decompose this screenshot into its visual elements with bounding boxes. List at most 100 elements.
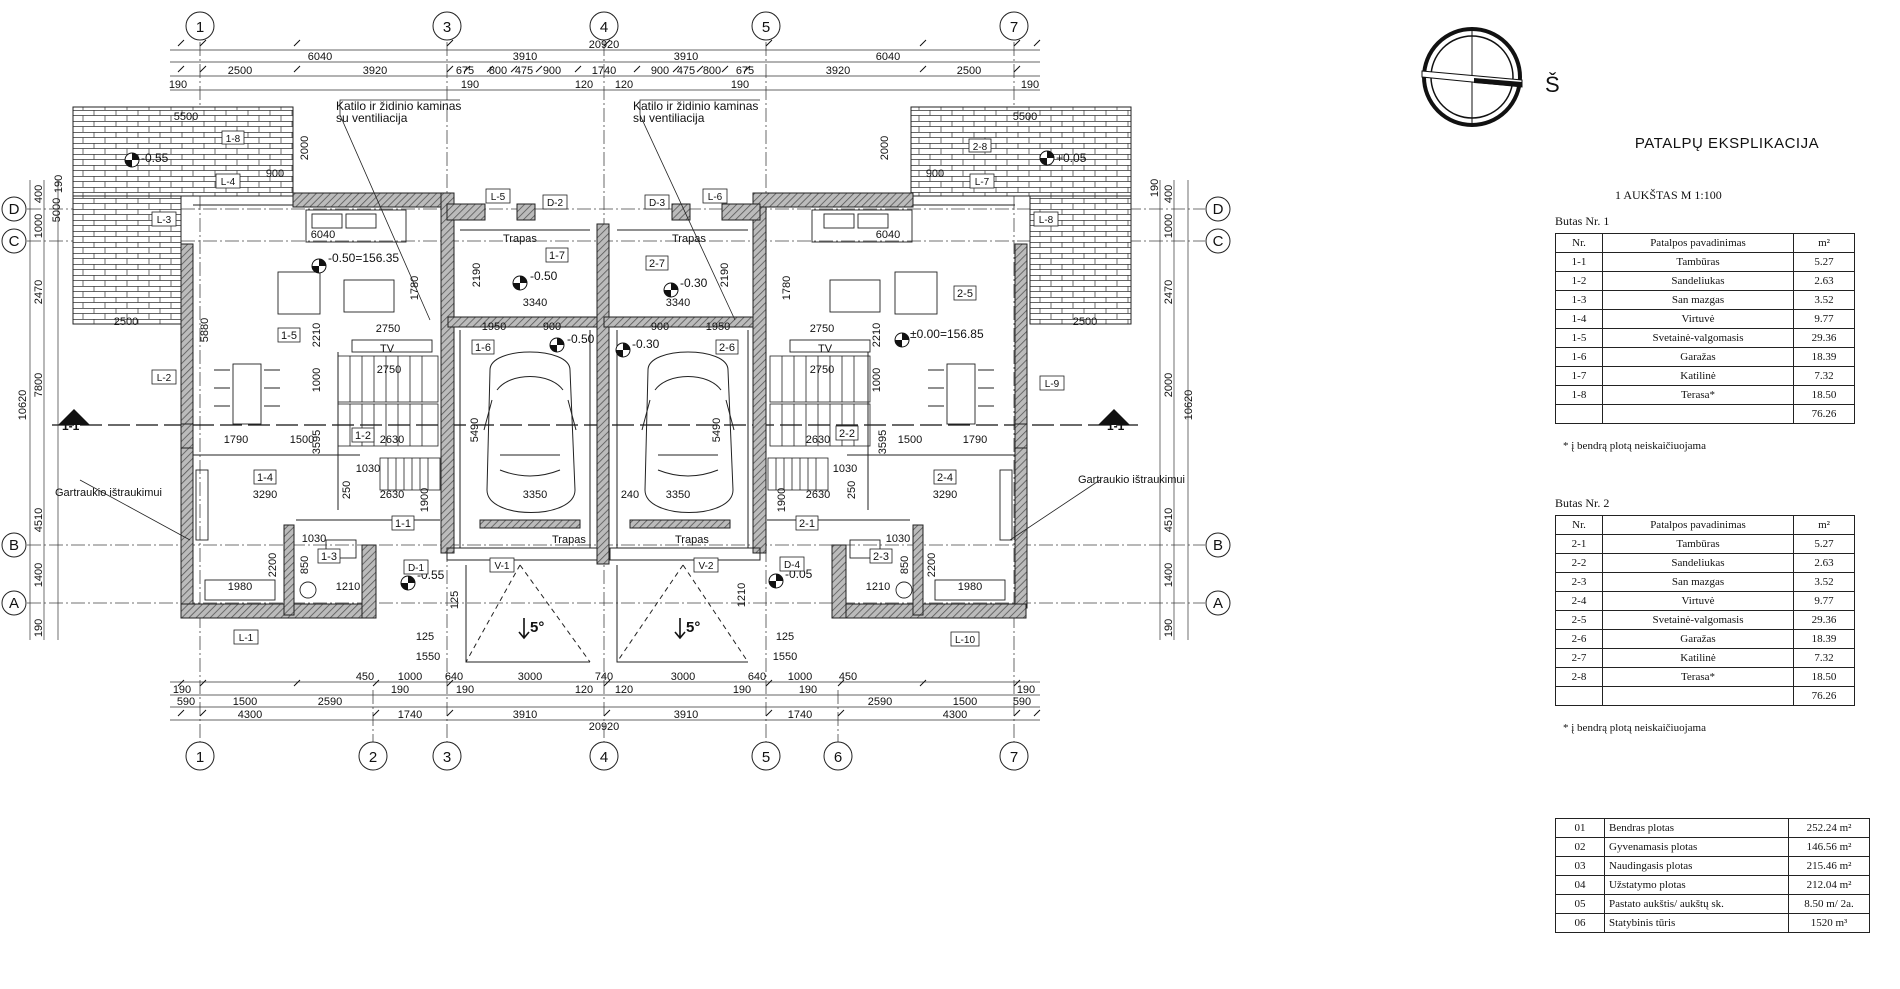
room-nr-cell: 2-1 bbox=[1555, 534, 1603, 554]
note-1: * į bendrą plotą neiskaičiuojama bbox=[1563, 440, 1706, 452]
room-schedule-panel: PATALPŲ EKSPLIKACIJA 1 AUKŠTAS M 1:100 B… bbox=[1555, 0, 1900, 989]
svg-text:5: 5 bbox=[762, 749, 770, 766]
svg-text:2-3: 2-3 bbox=[873, 551, 889, 563]
svg-text:5°: 5° bbox=[530, 619, 544, 636]
svg-text:3340: 3340 bbox=[523, 297, 547, 309]
svg-text:-0.50=156.35: -0.50=156.35 bbox=[328, 251, 399, 265]
svg-text:1400: 1400 bbox=[33, 563, 45, 587]
svg-text:2630: 2630 bbox=[806, 489, 830, 501]
svg-text:1210: 1210 bbox=[736, 583, 748, 607]
svg-text:240: 240 bbox=[621, 489, 639, 501]
svg-text:4300: 4300 bbox=[943, 709, 967, 721]
furniture-right bbox=[789, 209, 1013, 601]
svg-text:7: 7 bbox=[1010, 19, 1018, 36]
room-name-cell: Tambūras bbox=[1602, 534, 1794, 554]
svg-text:3: 3 bbox=[443, 749, 451, 766]
svg-text:2500: 2500 bbox=[1073, 316, 1097, 328]
svg-text:120: 120 bbox=[615, 684, 633, 696]
interior-lines bbox=[192, 204, 1016, 663]
summary-value-cell: 215.46 m² bbox=[1788, 856, 1870, 876]
svg-text:2210: 2210 bbox=[311, 323, 323, 347]
room-area-cell: 18.39 bbox=[1793, 347, 1855, 367]
svg-text:1740: 1740 bbox=[398, 709, 422, 721]
room-name-cell: Garažas bbox=[1602, 629, 1794, 649]
axis-bubbles bbox=[1, 11, 1231, 771]
svg-text:450: 450 bbox=[839, 671, 857, 683]
summary-no-cell: 06 bbox=[1555, 913, 1605, 933]
room-nr-cell: 1-6 bbox=[1555, 347, 1603, 367]
svg-text:1-6: 1-6 bbox=[475, 342, 491, 354]
svg-text:D-1: D-1 bbox=[408, 563, 425, 574]
header-name: Patalpos pavadinimas bbox=[1602, 233, 1794, 253]
summary-no-cell: 01 bbox=[1555, 818, 1605, 838]
axis-grid bbox=[27, 42, 1205, 742]
svg-text:3595: 3595 bbox=[877, 430, 889, 454]
svg-text:125: 125 bbox=[416, 631, 434, 643]
svg-text:5880: 5880 bbox=[199, 318, 211, 342]
svg-text:190: 190 bbox=[1021, 79, 1039, 91]
svg-text:2590: 2590 bbox=[318, 696, 342, 708]
svg-text:1790: 1790 bbox=[963, 434, 987, 446]
svg-text:190: 190 bbox=[391, 684, 409, 696]
svg-text:1030: 1030 bbox=[356, 463, 380, 475]
svg-text:L-1: L-1 bbox=[239, 633, 254, 644]
summary-label-cell: Gyvenamasis plotas bbox=[1604, 837, 1789, 857]
room-nr-cell: 2-2 bbox=[1555, 553, 1603, 573]
north-arrow-icon bbox=[1421, 27, 1523, 127]
room-name-cell: Katilinė bbox=[1602, 366, 1794, 386]
svg-text:190: 190 bbox=[53, 175, 65, 193]
svg-text:L-10: L-10 bbox=[955, 635, 975, 646]
svg-text:1740: 1740 bbox=[592, 65, 616, 77]
svg-text:D-4: D-4 bbox=[784, 560, 801, 571]
svg-text:1000: 1000 bbox=[1163, 214, 1175, 238]
room-name-cell: Virtuvė bbox=[1602, 591, 1794, 611]
summary-value-cell: 212.04 m² bbox=[1788, 875, 1870, 895]
svg-text:su ventiliacija: su ventiliacija bbox=[633, 111, 705, 125]
svg-text:1000: 1000 bbox=[398, 671, 422, 683]
svg-text:1980: 1980 bbox=[228, 581, 252, 593]
svg-text:675: 675 bbox=[456, 65, 474, 77]
room-nr-cell: 1-1 bbox=[1555, 252, 1603, 272]
svg-text:2500: 2500 bbox=[114, 316, 138, 328]
svg-text:675: 675 bbox=[736, 65, 754, 77]
apartment-1-label: Butas Nr. 1 bbox=[1555, 214, 1610, 228]
svg-text:1-7: 1-7 bbox=[549, 250, 565, 262]
svg-text:850: 850 bbox=[899, 556, 911, 574]
svg-text:2470: 2470 bbox=[33, 280, 45, 304]
svg-text:190: 190 bbox=[799, 684, 817, 696]
apartment-2-label: Butas Nr. 2 bbox=[1555, 496, 1610, 510]
svg-text:2200: 2200 bbox=[267, 553, 279, 577]
summary-label-cell: Naudingasis plotas bbox=[1604, 856, 1789, 876]
room-nr-cell: 2-8 bbox=[1555, 667, 1603, 687]
room-nr-cell: 1-4 bbox=[1555, 309, 1603, 329]
furniture-left bbox=[195, 209, 433, 601]
svg-text:2-7: 2-7 bbox=[649, 258, 665, 270]
svg-text:3910: 3910 bbox=[513, 51, 537, 63]
svg-text:2750: 2750 bbox=[810, 323, 834, 335]
svg-text:2210: 2210 bbox=[871, 323, 883, 347]
svg-text:20920: 20920 bbox=[589, 39, 620, 51]
svg-text:1550: 1550 bbox=[416, 651, 440, 663]
svg-text:1500: 1500 bbox=[953, 696, 977, 708]
room-area-cell: 18.50 bbox=[1793, 385, 1855, 405]
room-area-cell: 18.39 bbox=[1793, 629, 1855, 649]
room-area-cell: 2.63 bbox=[1793, 271, 1855, 291]
annotations: Katilo ir židinio kaminas su ventiliacij… bbox=[55, 99, 1185, 640]
svg-text:6040: 6040 bbox=[311, 229, 335, 241]
room-name-cell: Terasa* bbox=[1602, 667, 1794, 687]
svg-text:3350: 3350 bbox=[666, 489, 690, 501]
empty-cell bbox=[1602, 404, 1794, 424]
note-2: * į bendrą plotą neiskaičiuojama bbox=[1563, 722, 1706, 734]
svg-text:1-3: 1-3 bbox=[321, 551, 337, 563]
svg-text:900: 900 bbox=[266, 168, 284, 180]
svg-text:2: 2 bbox=[369, 749, 377, 766]
summary-no-cell: 04 bbox=[1555, 875, 1605, 895]
svg-text:7: 7 bbox=[1010, 749, 1018, 766]
section-label-left: 1-1 bbox=[62, 419, 80, 433]
svg-text:400: 400 bbox=[33, 185, 45, 203]
